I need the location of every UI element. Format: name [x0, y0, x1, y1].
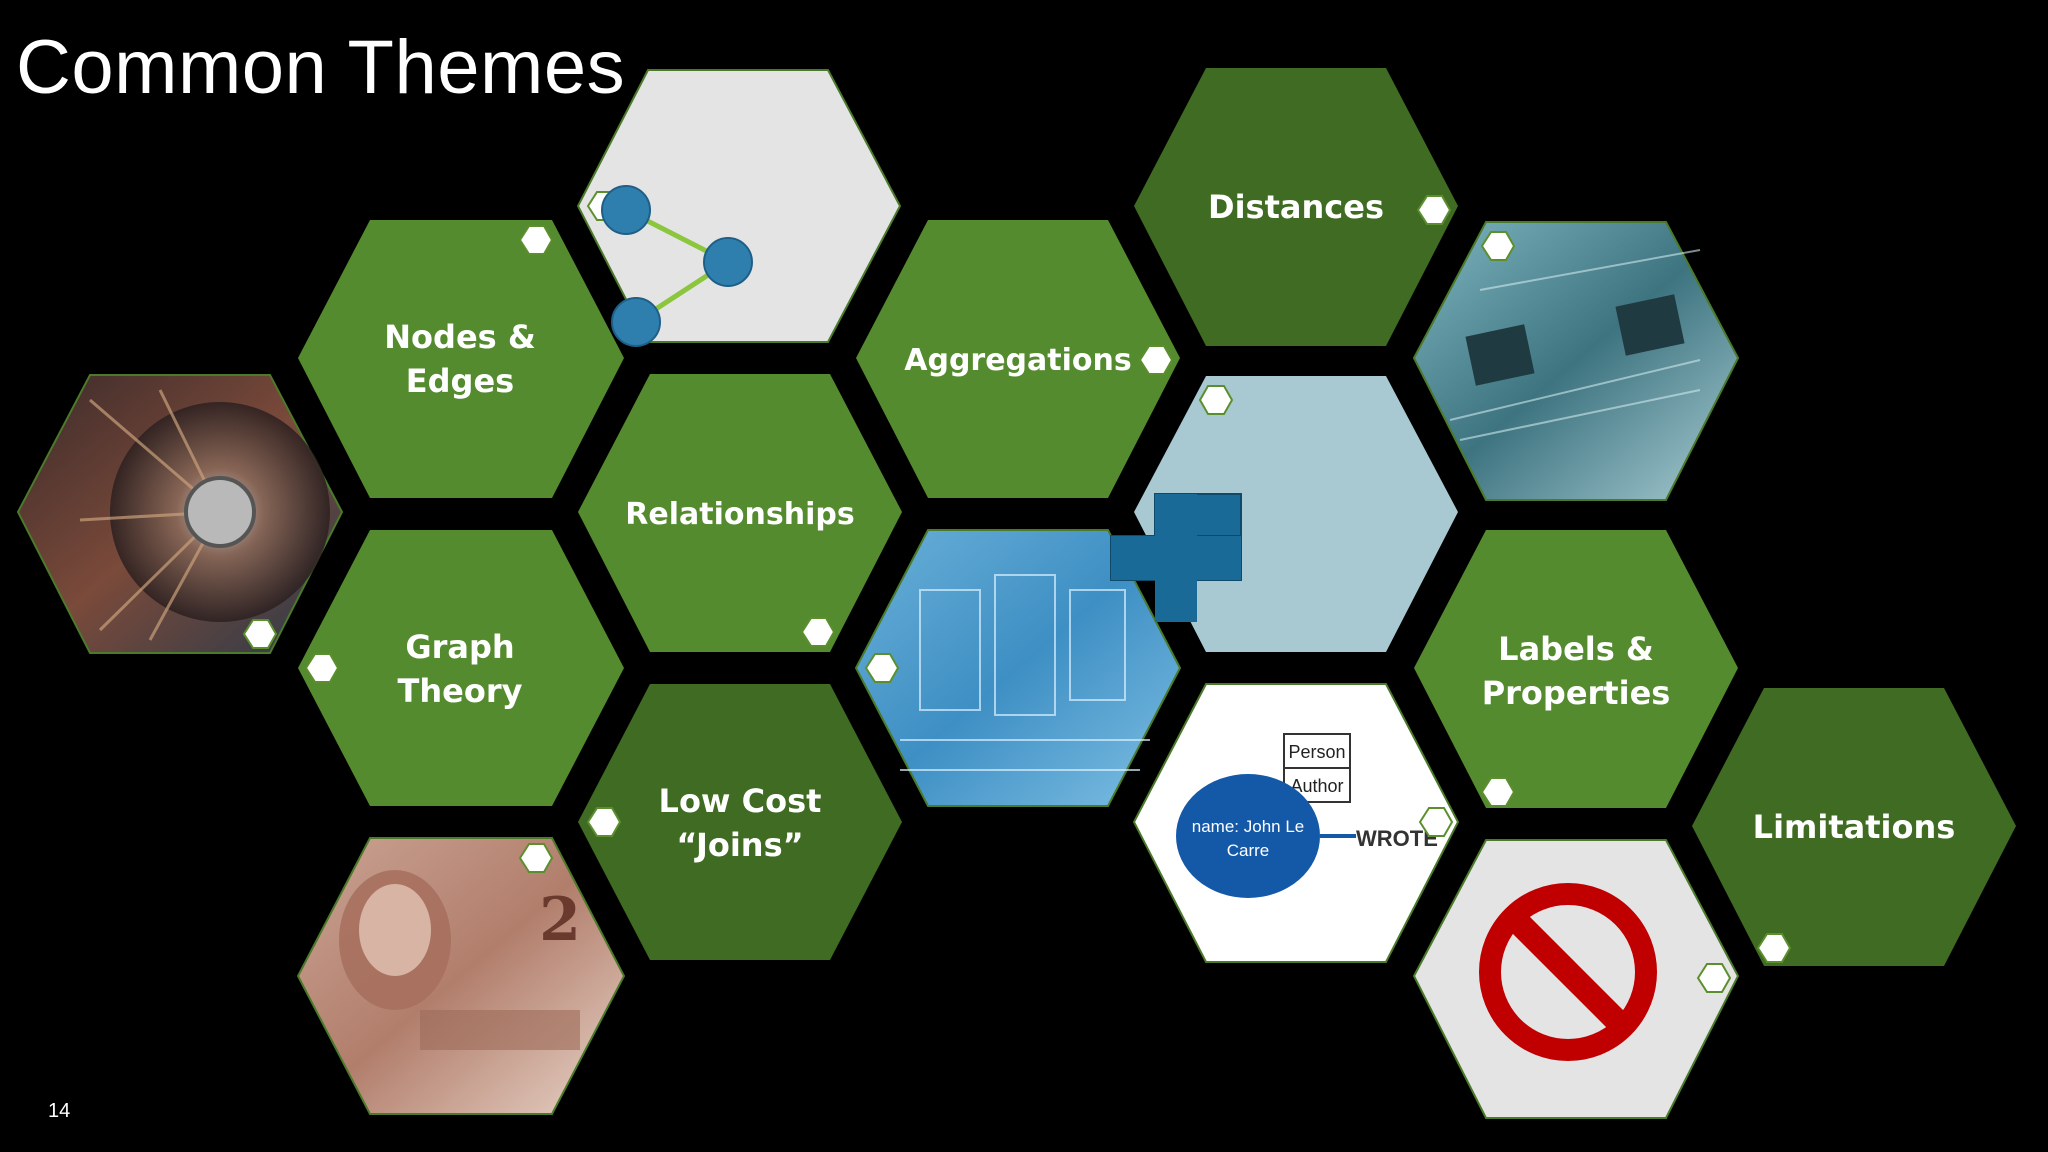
hexagon-marker-icon [1138, 345, 1174, 375]
graph-node-icon [611, 297, 661, 347]
distances-label: Distances [1208, 188, 1384, 226]
tile-labels-and-properties: Labels & Properties [1414, 530, 1738, 808]
low-cost-joins-line1: Low Cost [659, 782, 822, 820]
graph-model-node-line2: Carre [1227, 841, 1270, 860]
nodes-edges-line1: Nodes & [384, 318, 535, 356]
hexagon-marker-icon [1756, 933, 1792, 963]
tile-graph-theory: Graph Theory [298, 530, 624, 806]
hexagon-marker-icon [1418, 807, 1454, 837]
hexagon-marker-icon [518, 225, 554, 255]
nodes-edges-line2: Edges [406, 362, 514, 400]
labels-properties-line1: Labels & [1498, 630, 1654, 668]
tile-database-schema-image [854, 529, 1182, 807]
graph-model-label-person: Person [1288, 742, 1345, 762]
tile-aggregations: Aggregations [856, 220, 1180, 498]
hexagon-marker-icon [1480, 777, 1516, 807]
relationships-label: Relationships [625, 497, 854, 532]
svg-text:2: 2 [539, 885, 581, 955]
tile-plus-image [1110, 376, 1458, 652]
aggregations-label: Aggregations [904, 343, 1131, 378]
labels-properties-line2: Properties [1482, 674, 1671, 712]
hexagon-marker-icon [586, 807, 622, 837]
page-number: 14 [48, 1100, 71, 1122]
hexagon-marker-icon [800, 617, 836, 647]
hexagon-marker-icon [242, 619, 278, 649]
graph-node-icon [601, 185, 651, 235]
tile-particle-detector-image [16, 374, 344, 654]
hexagon-marker-icon [1480, 231, 1516, 261]
tile-circuit-board-image [1412, 221, 1740, 501]
tile-graph-model-image: Person Author name: John Le Carre WROTE [1132, 683, 1460, 963]
plus-icon [1110, 493, 1242, 622]
tile-banknote-image: 2 [296, 837, 626, 1115]
tile-relationships: Relationships [578, 374, 902, 652]
tile-distances: Distances [1134, 68, 1458, 346]
prohibition-icon [1479, 883, 1657, 1061]
hexagon-marker-icon [304, 653, 340, 683]
tile-low-cost-joins: Low Cost “Joins” [578, 684, 902, 960]
hexagon-marker-icon [1198, 385, 1234, 415]
tile-graph-drawing-image [576, 69, 902, 347]
tile-prohibition-image [1412, 839, 1740, 1119]
hexagon-marker-icon [1416, 195, 1452, 225]
slide-title: Common Themes [16, 25, 626, 110]
tile-limitations: Limitations [1692, 688, 2016, 966]
graph-model-node-line1: name: John Le [1192, 817, 1304, 836]
graph-theory-line2: Theory [398, 672, 523, 710]
limitations-label: Limitations [1753, 808, 1956, 846]
hexagon-marker-icon [864, 653, 900, 683]
graph-theory-line1: Graph [405, 628, 514, 666]
low-cost-joins-line2: “Joins” [676, 826, 803, 864]
hexagon-marker-icon [1696, 963, 1732, 993]
tile-nodes-and-edges: Nodes & Edges [298, 220, 624, 498]
graph-model-label-author: Author [1290, 776, 1343, 796]
hexagon-marker-icon [518, 843, 554, 873]
graph-node-icon [703, 237, 753, 287]
